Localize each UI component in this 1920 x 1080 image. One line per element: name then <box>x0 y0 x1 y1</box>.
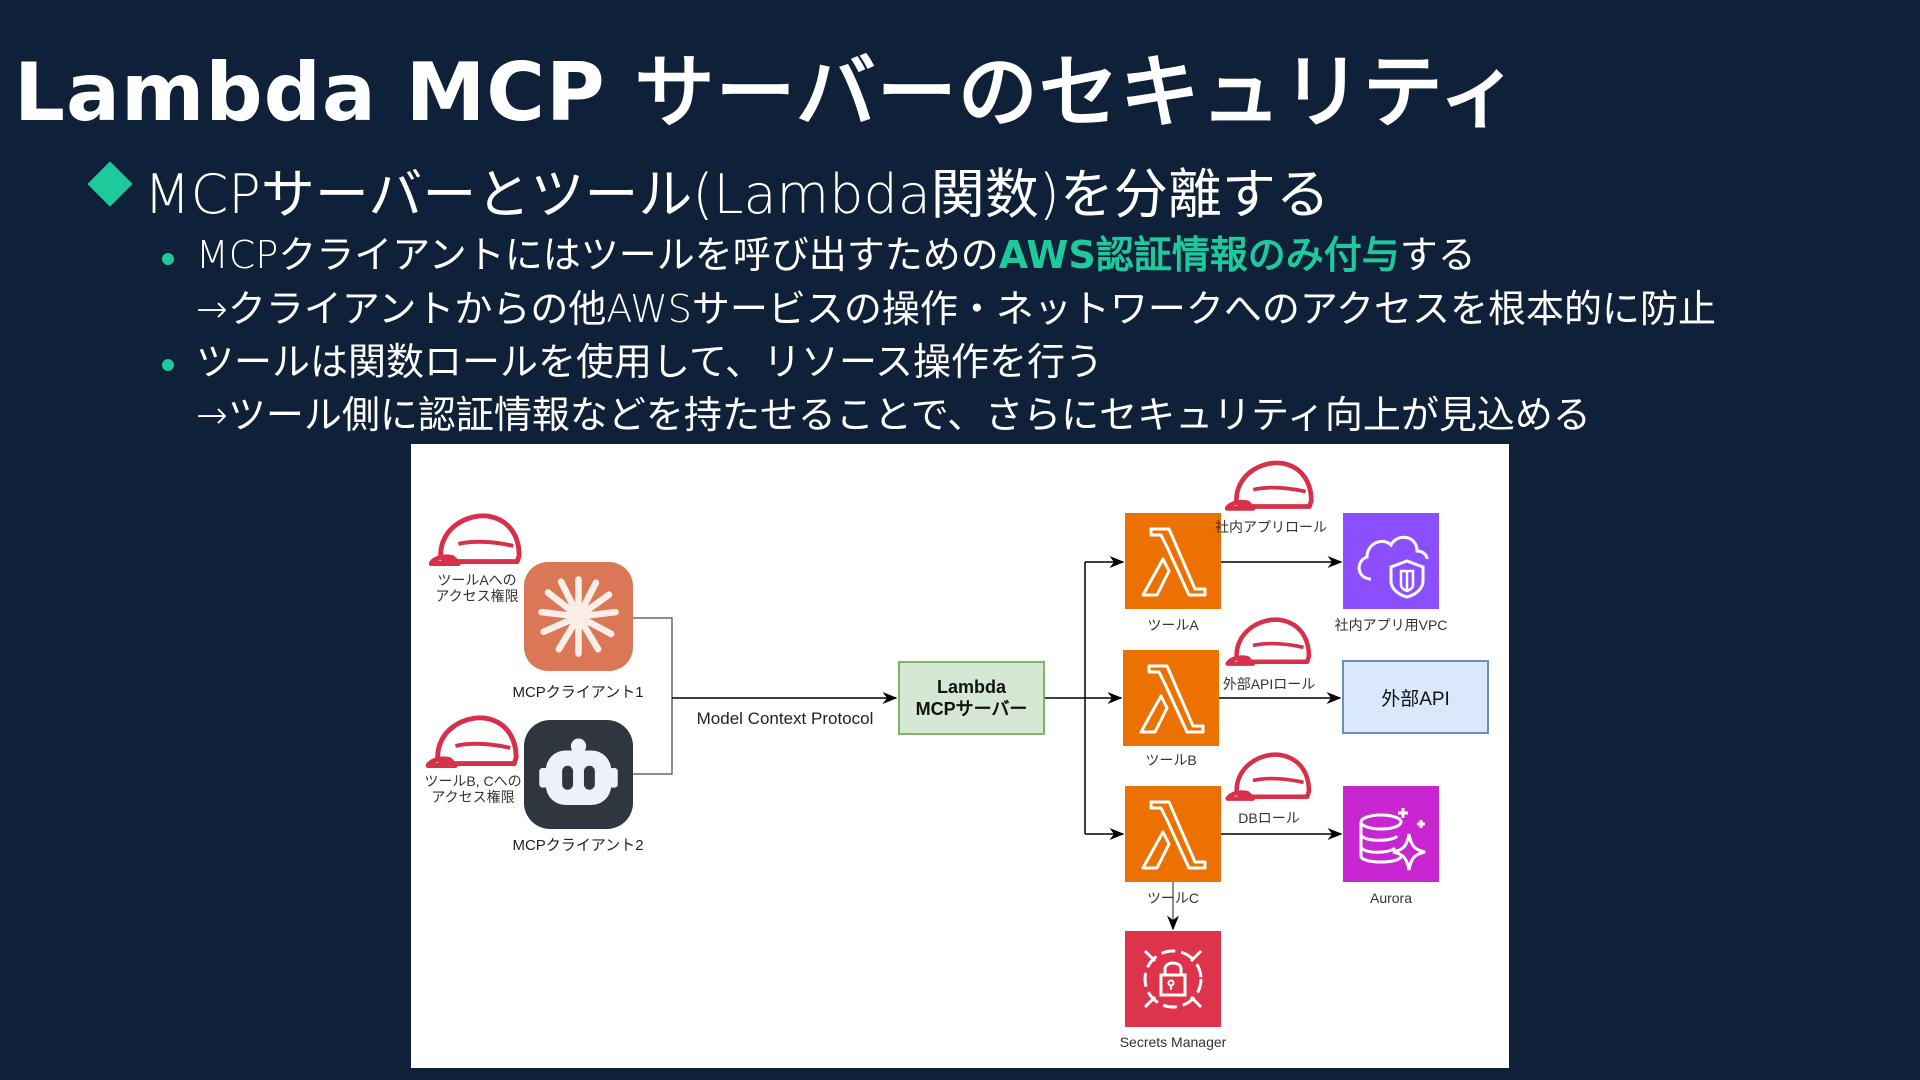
permission-line: ツールB, Cへの <box>424 773 522 789</box>
tool-a-label: ツールA <box>1147 617 1199 633</box>
bullet-2-line-2: →ツール側に認証情報などを持たせることで、さらにセキュリティ向上が見込める <box>196 393 1591 437</box>
tool-c-label: ツールC <box>1146 890 1200 906</box>
connector-lines <box>633 556 1343 931</box>
role-label: DBロール <box>1238 810 1300 826</box>
permission-line: アクセス権限 <box>431 789 515 805</box>
client-1-label: MCPクライアント1 <box>512 684 644 701</box>
diamond-bullet-icon <box>87 161 133 207</box>
aurora-icon <box>1343 786 1439 882</box>
bullet-1-line-2: →クライアントからの他AWSサービスの操作・ネットワークへのアクセスを根本的に防… <box>196 287 1717 331</box>
lambda-icon <box>1123 650 1219 746</box>
helmet-icon <box>429 513 522 566</box>
lambda-mcp-server: Lambda MCPサーバー <box>898 661 1045 735</box>
helmet-icon <box>1225 617 1312 666</box>
protocol-label: Model Context Protocol <box>696 709 874 728</box>
secrets-manager-label: Secrets Manager <box>1119 1034 1227 1050</box>
bullet-2-line-1: ツールは関数ロールを使用して、リソース操作を行う <box>196 340 1104 384</box>
claude-starburst-icon <box>524 562 633 671</box>
bullet-dot-icon <box>162 359 174 371</box>
vpc-icon <box>1343 513 1439 609</box>
permission-line: アクセス権限 <box>435 588 519 604</box>
client-bracket-line <box>633 617 673 775</box>
server-line-1: Lambda <box>936 677 1006 697</box>
lambda-icon <box>1125 786 1221 882</box>
helmet-icon <box>1225 460 1314 511</box>
client-2-label: MCPクライアント2 <box>512 837 644 854</box>
client-1-permission: ツールAへのアクセス権限 <box>435 572 518 604</box>
external-api-box: 外部API <box>1342 660 1489 734</box>
slide-subtitle: MCPサーバーとツール(Lambda関数)を分離する <box>144 163 1330 226</box>
server-line-2: MCPサーバー <box>915 699 1028 719</box>
bullet-1-line-1: MCPクライアントにはツールを呼び出すためのAWS認証情報のみ付与する <box>196 224 1476 279</box>
bullet-1-highlight: AWS認証情報のみ付与 <box>998 233 1400 277</box>
role-label: 外部APIロール <box>1222 676 1316 692</box>
bullet-1-text-end: する <box>1399 233 1476 277</box>
architecture-diagram: ツールAへのアクセス権限 ツールB, Cへのアクセス権限 MCPクライアント1 … <box>411 444 1509 1068</box>
copilot-robot-icon <box>524 720 633 829</box>
permission-line: ツールAへの <box>437 572 517 588</box>
helmet-icon <box>426 715 519 768</box>
client-2-permission: ツールB, Cへのアクセス権限 <box>424 773 521 805</box>
helmet-icon <box>1225 752 1312 801</box>
role-label: 社内アプリロール <box>1215 519 1327 535</box>
aurora-label: Aurora <box>1369 890 1413 906</box>
secrets-manager-icon <box>1125 931 1221 1027</box>
tool-b-label: ツールB <box>1145 752 1197 768</box>
vpc-label: 社内アプリ用VPC <box>1334 617 1448 633</box>
lambda-icon <box>1125 513 1221 609</box>
slide-title: Lambda MCP サーバーのセキュリティ <box>14 46 1520 139</box>
bullet-1-text: MCPクライアントにはツールを呼び出すための <box>196 233 999 277</box>
bullet-dot-icon <box>162 253 174 265</box>
